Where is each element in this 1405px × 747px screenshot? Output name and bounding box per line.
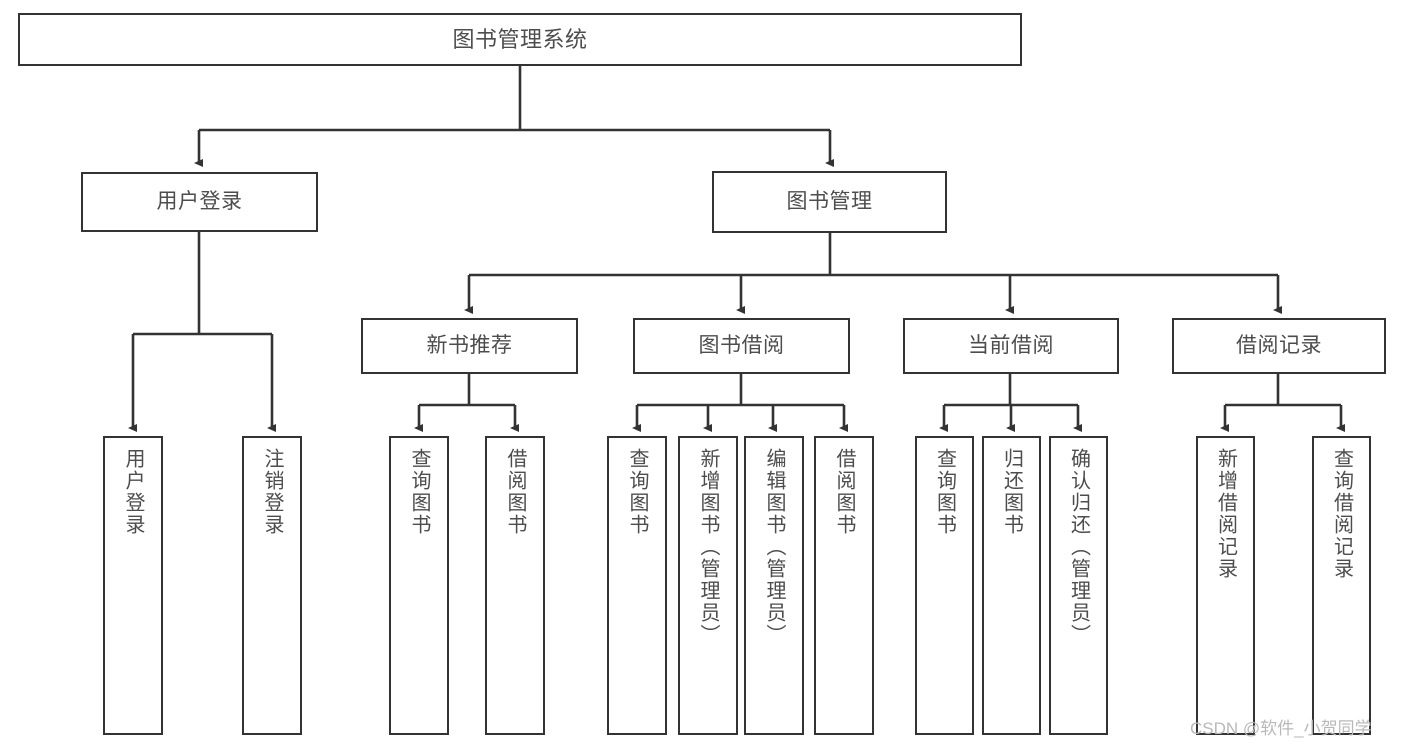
node-current-borrow[interactable]: 当前借阅 [903, 318, 1119, 374]
node-leaf-edit-book[interactable]: 编辑图书（管理员） [744, 436, 804, 735]
node-root[interactable]: 图书管理系统 [18, 13, 1022, 66]
node-leaf-query-book-2-label: 查询图书 [626, 448, 648, 536]
node-leaf-query-book-1[interactable]: 查询图书 [389, 436, 449, 735]
node-leaf-add-book-label: 新增图书（管理员） [697, 448, 719, 646]
node-leaf-user-logout[interactable]: 注销登录 [242, 436, 302, 735]
node-user-login-label: 用户登录 [156, 189, 243, 213]
node-leaf-borrow-book-1[interactable]: 借阅图书 [485, 436, 545, 735]
node-root-label: 图书管理系统 [452, 26, 588, 52]
node-current-borrow-label: 当前借阅 [968, 333, 1054, 357]
node-user-login[interactable]: 用户登录 [81, 172, 318, 232]
node-leaf-query-book-2[interactable]: 查询图书 [607, 436, 667, 735]
node-leaf-confirm-return[interactable]: 确认归还（管理员） [1049, 436, 1108, 735]
node-leaf-user-logout-label: 注销登录 [261, 448, 283, 536]
node-leaf-borrow-book-2-label: 借阅图书 [833, 448, 855, 536]
node-new-book-recommend-label: 新书推荐 [426, 333, 513, 357]
node-leaf-query-book-3[interactable]: 查询图书 [915, 436, 974, 735]
node-new-book-recommend[interactable]: 新书推荐 [361, 318, 578, 374]
node-leaf-query-book-1-label: 查询图书 [408, 448, 430, 536]
node-leaf-query-book-3-label: 查询图书 [933, 448, 956, 536]
node-leaf-add-record[interactable]: 新增借阅记录 [1196, 436, 1255, 735]
node-leaf-confirm-return-label: 确认归还（管理员） [1067, 448, 1090, 646]
node-borrow-record-label: 借阅记录 [1236, 333, 1322, 357]
node-book-borrow-label: 图书借阅 [698, 333, 785, 357]
node-leaf-user-login[interactable]: 用户登录 [103, 436, 163, 735]
node-leaf-return-book[interactable]: 归还图书 [982, 436, 1041, 735]
node-leaf-borrow-book-1-label: 借阅图书 [504, 448, 526, 536]
node-book-borrow[interactable]: 图书借阅 [633, 318, 850, 374]
node-leaf-user-login-label: 用户登录 [122, 448, 144, 536]
node-book-manage[interactable]: 图书管理 [712, 171, 947, 233]
node-leaf-borrow-book-2[interactable]: 借阅图书 [814, 436, 874, 735]
node-borrow-record[interactable]: 借阅记录 [1172, 318, 1386, 374]
node-leaf-return-book-label: 归还图书 [1000, 448, 1023, 536]
node-leaf-query-record-label: 查询借阅记录 [1330, 448, 1353, 580]
csdn-watermark: CSDN @软件_小贺同学 [1190, 719, 1372, 738]
node-leaf-add-book[interactable]: 新增图书（管理员） [678, 436, 738, 735]
node-leaf-edit-book-label: 编辑图书（管理员） [763, 448, 785, 646]
node-book-manage-label: 图书管理 [786, 189, 873, 213]
node-leaf-query-record[interactable]: 查询借阅记录 [1312, 436, 1371, 735]
node-leaf-add-record-label: 新增借阅记录 [1214, 448, 1237, 580]
